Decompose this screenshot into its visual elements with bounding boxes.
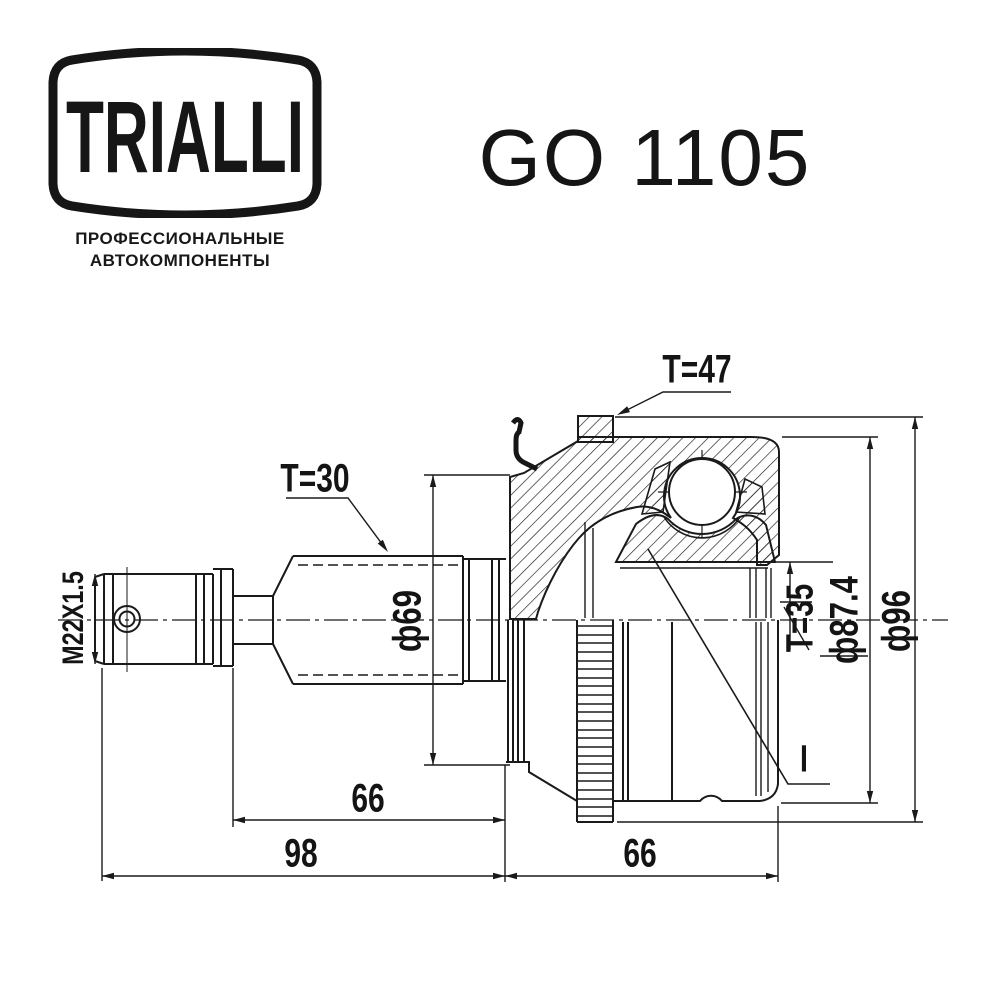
dim-boot-flange-diameter-label: ф69 [385, 589, 430, 653]
dim-shaft-length-label: 98 [284, 831, 318, 876]
dim-body-diameter-label: ф87.4 [822, 575, 867, 665]
tagline-line2: АВТОКОМПОНЕНТЫ [89, 251, 271, 270]
spline-bore-lines [584, 522, 772, 618]
inner-race-section [614, 514, 777, 563]
boot-clamp-profile [510, 417, 539, 472]
shaft-outline [94, 555, 506, 685]
tone-ring-teeth-lines [577, 625, 613, 817]
brand-tagline: ПРОФЕССИОНАЛЬНЫЕ АВТОКОМПОНЕНТЫ [55, 228, 305, 272]
bell-housing-section [509, 415, 780, 620]
dim-joint-body-length-label: 66 [623, 831, 657, 876]
logo-text: TRIALLI [66, 80, 304, 194]
detail-marker-label: I [800, 738, 808, 781]
dim-inner-spline-teeth-label: T=35 [779, 583, 822, 653]
dimension-lines [94, 391, 923, 882]
dim-abs-ring-diameter-label: ф96 [874, 589, 919, 653]
dim-thread-spec-label: M22X1.5 [57, 571, 90, 665]
trialli-logo: TRIALLI [48, 48, 322, 218]
ball-and-cage [640, 458, 766, 539]
dimension-arrowheads [91, 406, 919, 880]
dim-abs-ring-teeth-label: T=47 [662, 347, 732, 392]
joint-body-outside-view [506, 620, 779, 823]
logo-border [48, 48, 322, 218]
dim-shaft-spline-teeth-label: T=30 [280, 456, 350, 501]
dim-spline-section-length-label: 66 [351, 776, 385, 821]
shaft-spline-root-lines [298, 564, 458, 676]
part-code: GO 1105 [478, 113, 812, 202]
tagline-line1: ПРОФЕССИОНАЛЬНЫЕ [75, 229, 285, 248]
